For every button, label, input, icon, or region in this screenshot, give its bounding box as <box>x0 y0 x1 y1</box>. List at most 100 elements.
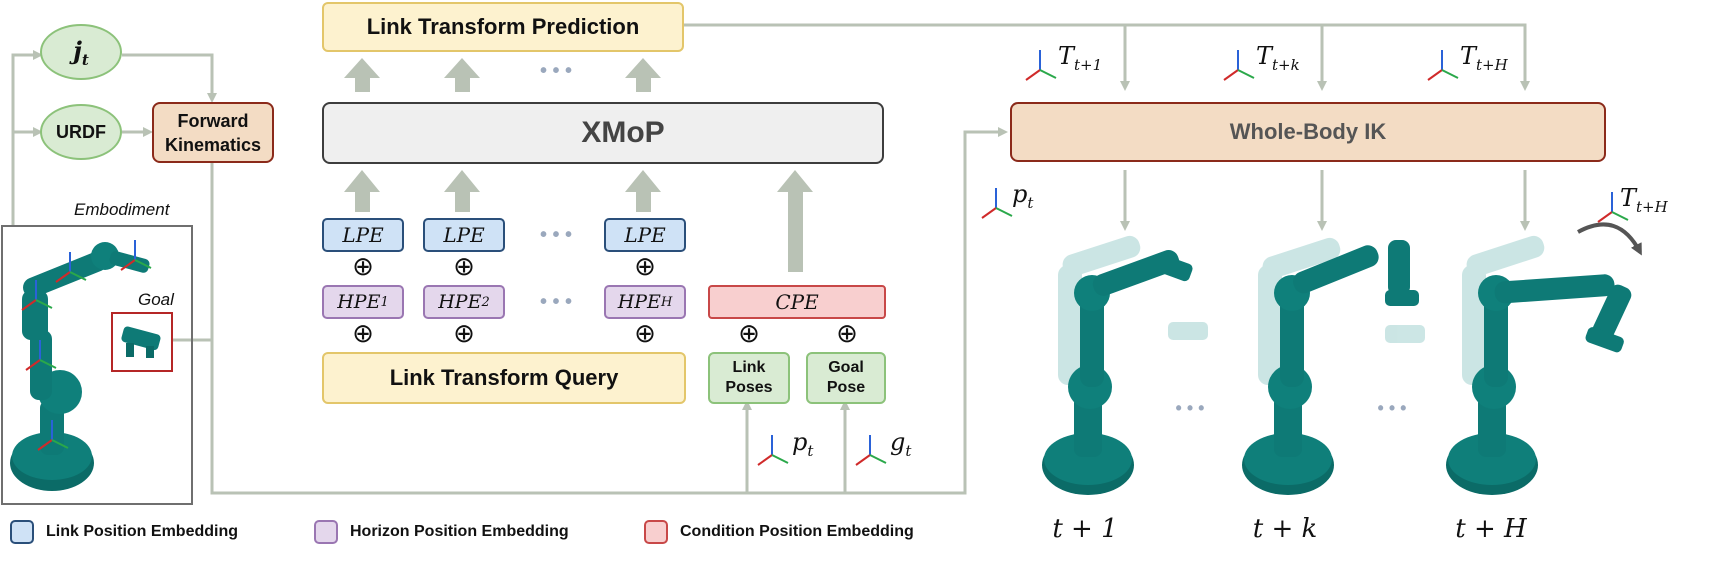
cpe-box: CPE <box>708 285 886 319</box>
block-arrows <box>344 58 813 272</box>
prediction-label: Link Transform Prediction <box>366 14 640 39</box>
motion-arrow <box>1577 222 1642 256</box>
lpe-box-2: LPE <box>423 218 505 252</box>
th-right-main: T <box>1620 184 1637 212</box>
th-main: T <box>1460 42 1477 70</box>
whole-body-ik-box: Whole-Body IK <box>1010 102 1606 162</box>
goal-object <box>121 326 161 358</box>
oplus-ha: ⊕ <box>634 252 656 282</box>
legend-lpe: Link Position Embedding <box>10 520 238 544</box>
joint-state-node: jt <box>40 24 122 80</box>
pt-right-main: p <box>1012 180 1028 208</box>
transform-th: Tt+H <box>1460 42 1508 74</box>
tk-main: T <box>1256 42 1273 70</box>
goal-label: Goal <box>138 290 174 309</box>
fk-line1: Forward <box>177 110 249 131</box>
link-poses-box: Link Poses <box>708 352 790 404</box>
oplus-1b: ⊕ <box>352 319 374 349</box>
urdf-label: URDF <box>56 121 106 142</box>
link-transform-prediction-box: Link Transform Prediction <box>322 2 684 52</box>
time-label-tk: t + k <box>1252 514 1318 544</box>
legend-cpe-swatch <box>644 520 668 544</box>
pt-label: pt <box>792 428 813 460</box>
t1-main: T <box>1058 42 1075 70</box>
tk-sub: t+k <box>1272 55 1300 74</box>
gt-sub: t <box>905 441 912 460</box>
hpe1-sub: 1 <box>380 294 389 310</box>
hpe1-main: HPE <box>337 291 381 313</box>
robot-tk <box>1242 237 1425 495</box>
robot-dots-1: • • • <box>1175 397 1205 418</box>
legend-hpe-swatch <box>314 520 338 544</box>
connection-lines <box>11 23 1530 495</box>
pt-right-sub: t <box>1027 193 1034 212</box>
gt-label: gt <box>890 428 911 460</box>
th-sub: t+H <box>1476 55 1508 74</box>
xmop-box: XMoP <box>322 102 884 164</box>
robot-dots-2: • • • <box>1377 397 1407 418</box>
goal-frame <box>111 312 173 372</box>
oplus-1a: ⊕ <box>352 252 374 282</box>
robot-th <box>1446 235 1632 495</box>
robot-t1 <box>1042 235 1208 495</box>
lpe-box-1: LPE <box>322 218 404 252</box>
tk-axes-icon <box>1223 49 1255 81</box>
ik-label: Whole-Body IK <box>1229 119 1387 144</box>
time-label-th: t + H <box>1455 514 1527 544</box>
embodiment-robot <box>10 242 150 491</box>
oplus-hb: ⊕ <box>634 319 656 349</box>
legend-lpe-swatch <box>10 520 34 544</box>
embodiment-label: Embodiment <box>74 200 170 219</box>
fk-line2: Kinematics <box>164 134 262 155</box>
link-transform-query-box: Link Transform Query <box>322 352 686 404</box>
legend-cpe: Condition Position Embedding <box>644 520 914 544</box>
hpe2-main: HPE <box>438 291 482 313</box>
time-label-t1: t + 1 <box>1052 514 1118 544</box>
gt-axes-icon <box>855 434 887 466</box>
link-poses-line1: Link <box>732 359 766 376</box>
transform-tk: Tt+k <box>1256 42 1300 74</box>
top-dots: • • • <box>539 59 573 82</box>
gt-main: g <box>890 428 906 456</box>
pt-axes-icon <box>757 434 789 466</box>
legend-lpe-label: Link Position Embedding <box>46 523 238 540</box>
pt-sub: t <box>807 441 814 460</box>
hpeh-main: HPE <box>617 291 661 313</box>
goal-pose-line1: Goal <box>828 359 864 376</box>
t1-axes-icon <box>1025 49 1057 81</box>
oplus-2b: ⊕ <box>453 319 475 349</box>
legend-cpe-label: Condition Position Embedding <box>680 523 914 540</box>
th-axes-icon <box>1427 49 1459 81</box>
legend-hpe: Horizon Position Embedding <box>314 520 569 544</box>
lpe-dots: • • • <box>539 223 573 246</box>
embodiment-frame <box>1 225 193 505</box>
hpeh-sub: H <box>660 294 673 310</box>
oplus-link-poses: ⊕ <box>738 319 760 349</box>
link-poses-line2: Poses <box>725 379 773 396</box>
legend-hpe-label: Horizon Position Embedding <box>350 523 569 540</box>
query-label: Link Transform Query <box>389 365 619 390</box>
urdf-node: URDF <box>40 104 122 160</box>
pt-right-label: pt <box>1012 180 1033 212</box>
hpe-dots: • • • <box>539 290 573 313</box>
pt-main: p <box>792 428 808 456</box>
xmop-label: XMoP <box>581 116 665 149</box>
forward-kinematics-box: Forward Kinematics <box>152 102 274 163</box>
hpe2-sub: 2 <box>481 294 490 310</box>
lpe-box-h: LPE <box>604 218 686 252</box>
joint-subscript: t <box>81 50 89 69</box>
oplus-goal-pose: ⊕ <box>836 319 858 349</box>
t1-sub: t+1 <box>1074 55 1103 74</box>
goal-pose-box: Goal Pose <box>806 352 886 404</box>
transform-t1: Tt+1 <box>1058 42 1102 74</box>
th-right-label: Tt+H <box>1620 184 1668 216</box>
oplus-2a: ⊕ <box>453 252 475 282</box>
joint-symbol: j <box>73 35 82 65</box>
goal-pose-line2: Pose <box>826 379 866 396</box>
ptr-axes-icon <box>981 187 1013 219</box>
